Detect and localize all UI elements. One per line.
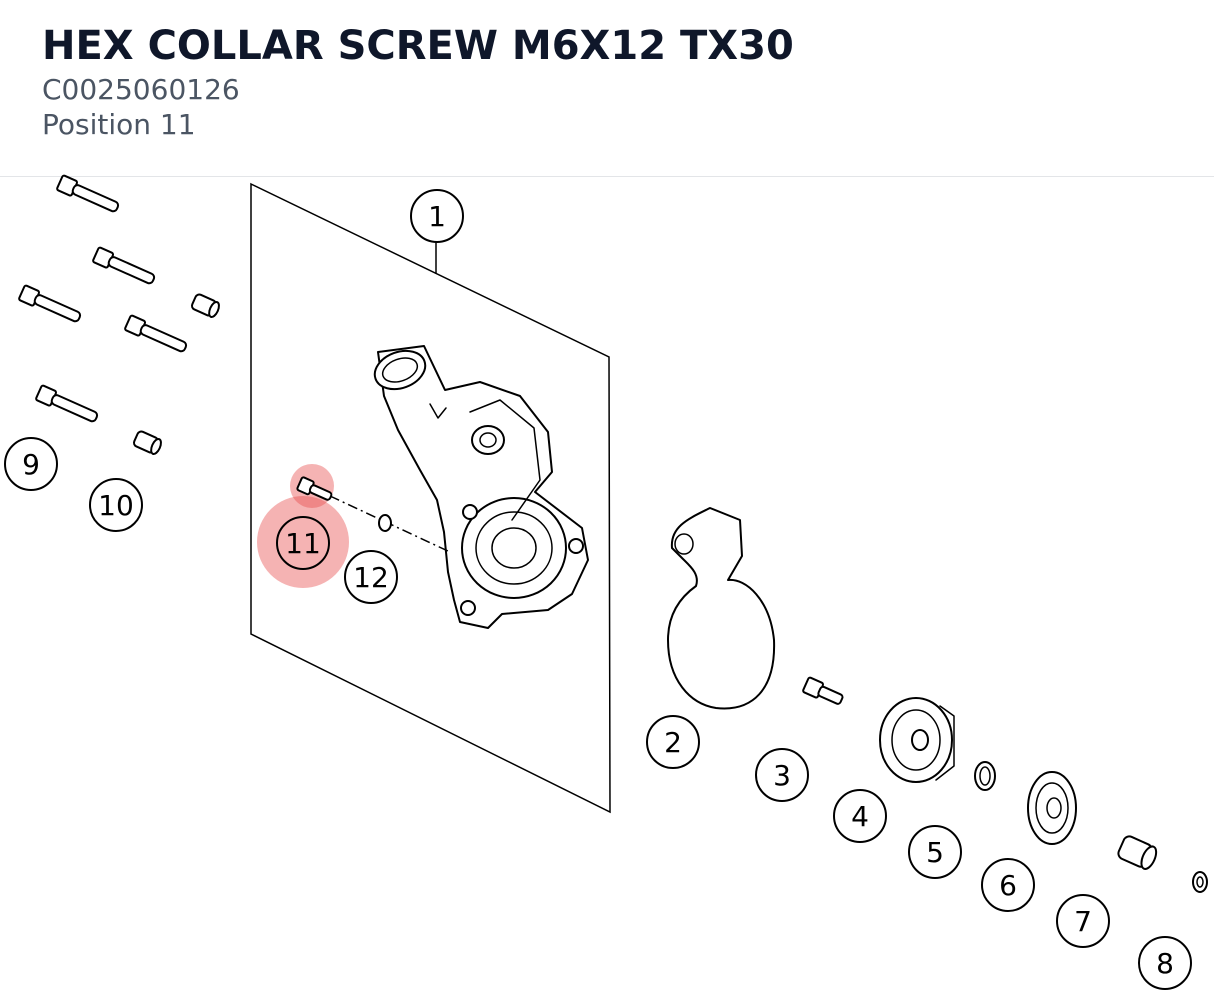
svg-text:6: 6 — [999, 869, 1017, 902]
callout-2[interactable]: 2 — [646, 715, 700, 769]
part-position: Position 11 — [42, 108, 196, 141]
bolt-group-9 — [18, 174, 188, 423]
callout-3[interactable]: 3 — [755, 748, 809, 802]
part-header: HEX COLLAR SCREW M6X12 TX30 C0025060126 … — [0, 0, 1214, 177]
callout-5[interactable]: 5 — [908, 825, 962, 879]
water-pump-cover — [373, 345, 589, 629]
callout-6[interactable]: 6 — [981, 858, 1035, 912]
svg-text:7: 7 — [1074, 905, 1092, 938]
svg-text:9: 9 — [22, 448, 40, 481]
svg-text:8: 8 — [1156, 947, 1174, 980]
part-number: C0025060126 — [42, 73, 240, 106]
callout-8[interactable]: 8 — [1138, 936, 1192, 990]
svg-text:3: 3 — [773, 759, 791, 792]
highlighted-hex-collar-screw[interactable] — [257, 464, 349, 588]
sleeve-7 — [1117, 835, 1158, 870]
svg-text:2: 2 — [664, 726, 682, 759]
callout-12[interactable]: 12 — [344, 550, 398, 604]
callout-11[interactable]: 11 — [276, 516, 330, 570]
svg-text:5: 5 — [926, 836, 944, 869]
impeller-4 — [879, 697, 955, 783]
washer-8 — [1192, 871, 1208, 893]
gasket-2 — [667, 507, 776, 710]
shaft-seal-6 — [1027, 771, 1077, 845]
svg-text:10: 10 — [98, 489, 134, 522]
svg-text:11: 11 — [285, 527, 321, 560]
part-title: HEX COLLAR SCREW M6X12 TX30 — [42, 23, 794, 69]
svg-text:1: 1 — [428, 200, 446, 233]
callout-1[interactable]: 1 — [410, 189, 464, 243]
o-ring-5 — [974, 761, 996, 791]
callout-9[interactable]: 9 — [4, 437, 58, 491]
assembly-frame — [250, 182, 611, 814]
washer-12 — [378, 514, 392, 532]
bolt-3 — [802, 676, 844, 705]
callout-7[interactable]: 7 — [1056, 894, 1110, 948]
callout-10[interactable]: 10 — [89, 478, 143, 532]
sleeve-group-10 — [132, 293, 220, 455]
svg-text:12: 12 — [353, 561, 389, 594]
svg-text:4: 4 — [851, 800, 869, 833]
callout-4[interactable]: 4 — [833, 789, 887, 843]
